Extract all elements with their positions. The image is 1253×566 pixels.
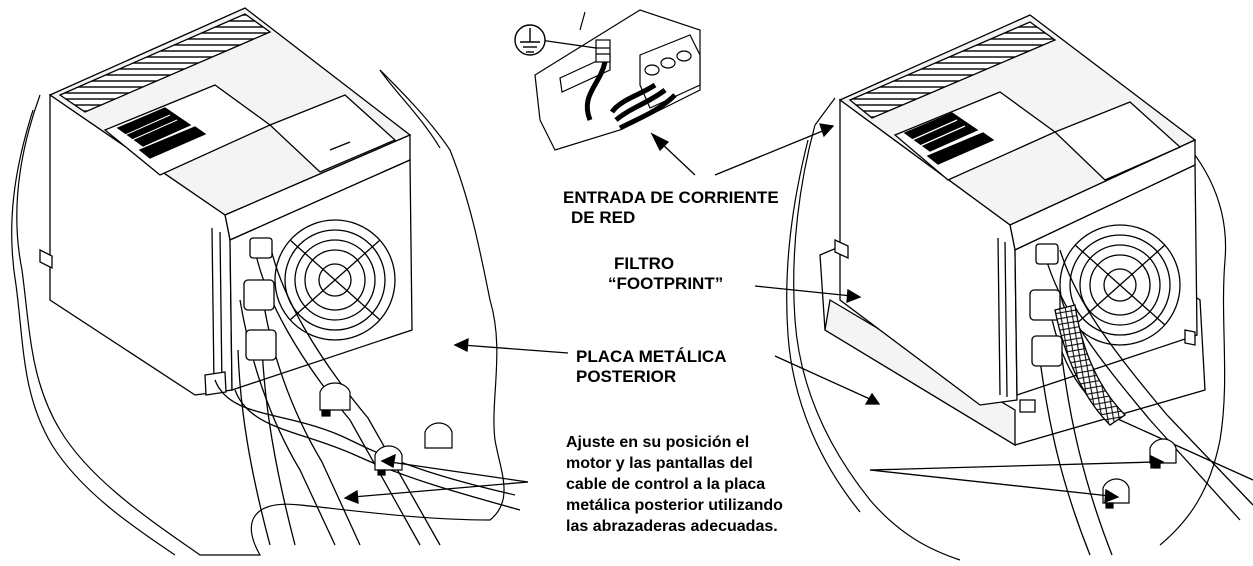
backplate-line2: POSTERIOR (576, 367, 677, 386)
clamp-note-line: motor y las pantallas del (566, 455, 753, 472)
clamp-note-line: cable de control a la placa (566, 476, 766, 493)
clamp-note-line: las abrazaderas adecuadas. (566, 518, 778, 535)
footprint-filter-label: FILTRO “FOOTPRINT” (608, 254, 723, 294)
right-cables (1029, 243, 1253, 556)
clamp-note-line: Ajuste en su posición el (566, 434, 750, 451)
left-backplate (11, 69, 505, 556)
clamp-note-line: metálica posterior utilizando (566, 497, 783, 514)
mains-input-label: ENTRADA DE CORRIENTE DE RED (563, 188, 779, 228)
backplate-label: PLACA METÁLICA POSTERIOR (576, 347, 726, 387)
clamp-instruction-note: Ajuste en su posición el motor y las pan… (566, 432, 783, 537)
right-drive-unit (819, 14, 1206, 447)
left-cables (214, 237, 521, 546)
leader-lines (343, 123, 1165, 504)
protective-earth-icon (514, 24, 546, 56)
left-drive-unit (39, 7, 413, 396)
mains-input-line1: ENTRADA DE CORRIENTE (563, 188, 779, 207)
mains-input-line2: DE RED (571, 208, 636, 227)
backplate-line1: PLACA METÁLICA (576, 347, 727, 366)
terminal-detail-inset (534, 9, 701, 151)
footprint-filter-line2: “FOOTPRINT” (608, 274, 724, 293)
footprint-filter-line1: FILTRO (614, 254, 675, 273)
right-clamps (1102, 438, 1177, 509)
